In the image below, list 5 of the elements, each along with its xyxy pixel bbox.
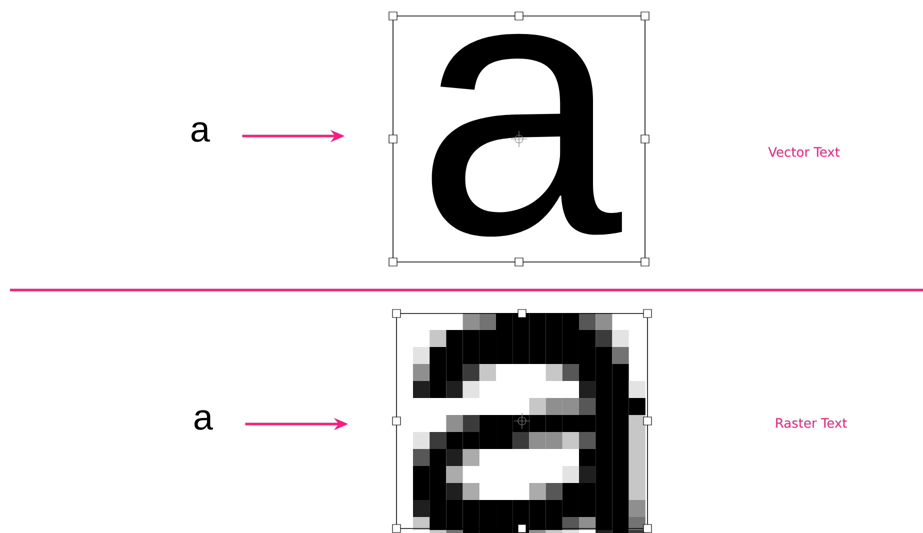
vector-letter-box: a [392,16,646,262]
caption-label: Raster Text [776,418,847,428]
letter-text: a [192,122,210,142]
letter-text: a [194,410,213,430]
caption-label: Vector Text [768,147,840,157]
